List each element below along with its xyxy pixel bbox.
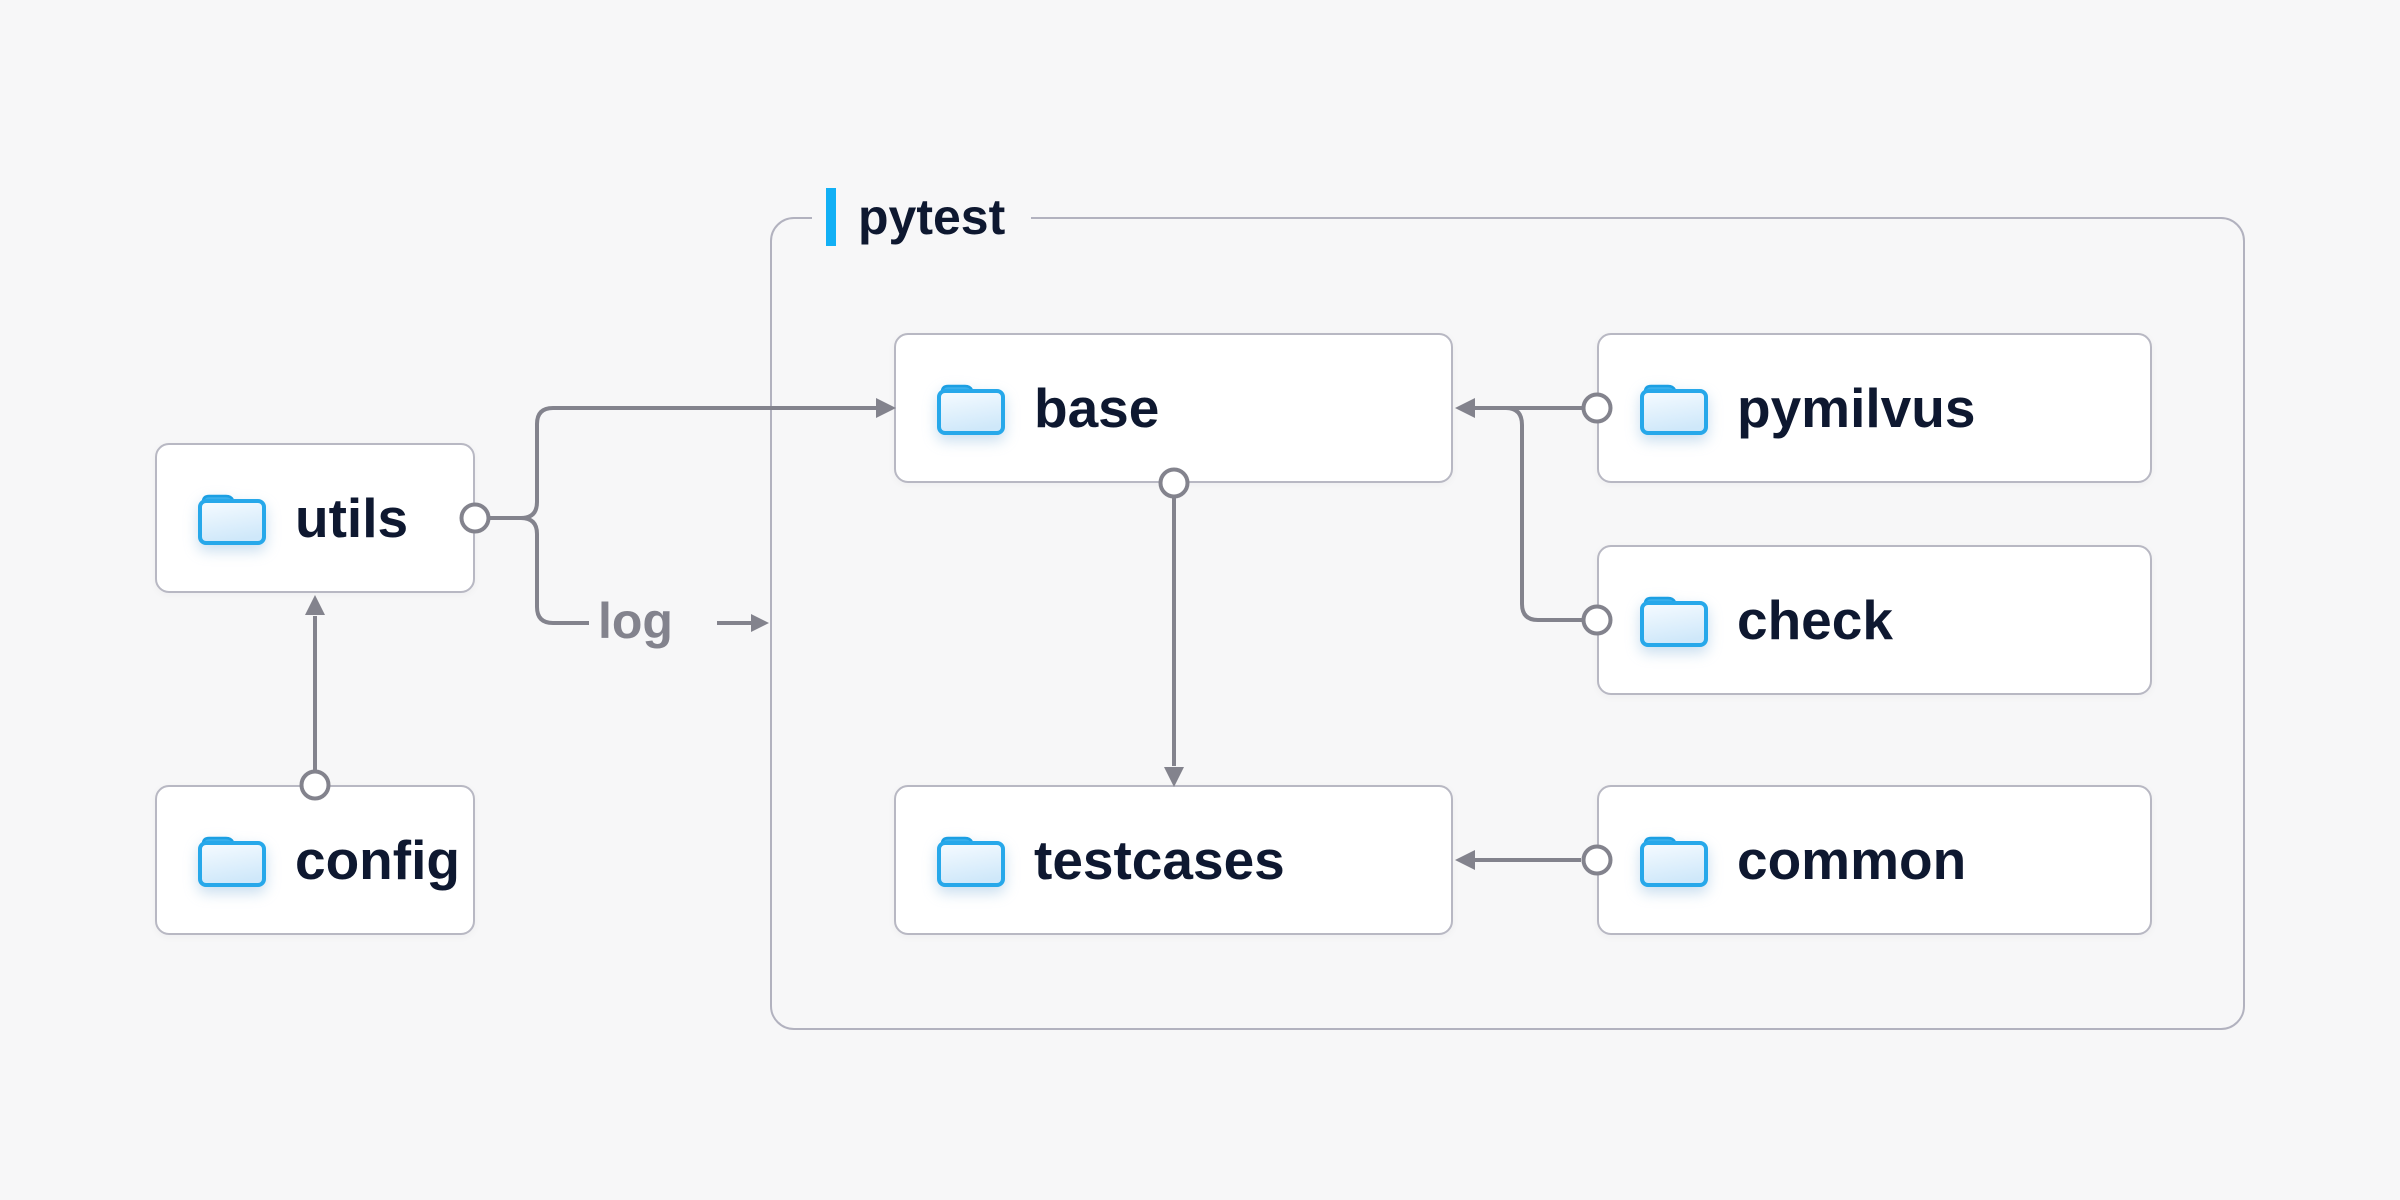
folder-icon bbox=[195, 488, 269, 548]
node-pymilvus: pymilvus bbox=[1597, 333, 2152, 483]
node-base: base bbox=[894, 333, 1453, 483]
pytest-container bbox=[770, 217, 2245, 1030]
node-utils: utils bbox=[155, 443, 475, 593]
node-config: config bbox=[155, 785, 475, 935]
node-check-label: check bbox=[1737, 589, 1893, 651]
node-testcases: testcases bbox=[894, 785, 1453, 935]
edge-label-log: log bbox=[598, 593, 673, 649]
node-common: common bbox=[1597, 785, 2152, 935]
node-config-label: config bbox=[295, 829, 460, 891]
pytest-container-label: pytest bbox=[812, 188, 1032, 246]
arrowhead-log bbox=[751, 614, 769, 632]
folder-icon bbox=[934, 830, 1008, 890]
folder-icon bbox=[1637, 378, 1711, 438]
edge-utils-log bbox=[520, 516, 589, 625]
pytest-container-label-text: pytest bbox=[858, 189, 1006, 245]
folder-icon bbox=[195, 830, 269, 890]
accent-bar-icon bbox=[826, 188, 836, 246]
arrowhead-into-utils bbox=[305, 595, 325, 615]
node-pymilvus-label: pymilvus bbox=[1737, 377, 1976, 439]
node-testcases-label: testcases bbox=[1034, 829, 1285, 891]
node-base-label: base bbox=[1034, 377, 1160, 439]
node-common-label: common bbox=[1737, 829, 1967, 891]
folder-icon bbox=[1637, 590, 1711, 650]
node-check: check bbox=[1597, 545, 2152, 695]
folder-icon bbox=[934, 378, 1008, 438]
node-utils-label: utils bbox=[295, 487, 409, 549]
folder-icon bbox=[1637, 830, 1711, 890]
